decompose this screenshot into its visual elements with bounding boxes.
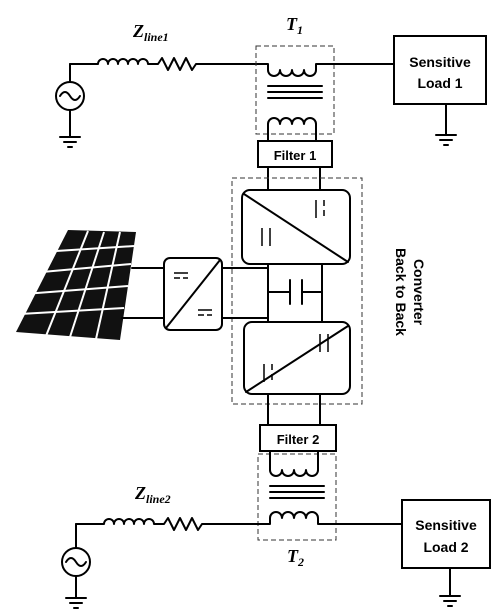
converter-lower bbox=[243, 321, 351, 395]
line-impedance-2 bbox=[75, 517, 211, 531]
dc-dc-converter bbox=[163, 257, 223, 331]
zline2-label: Zline2 bbox=[134, 483, 171, 506]
transformer-t2 bbox=[209, 450, 339, 525]
load2-label-line2: Load 2 bbox=[423, 539, 468, 555]
transformer-t1-boundary bbox=[255, 45, 335, 135]
grid-source-1 bbox=[55, 63, 85, 148]
transformer-t1 bbox=[257, 63, 337, 142]
filter-2: Filter 2 bbox=[259, 424, 337, 452]
load1-label-line2: Load 1 bbox=[417, 75, 462, 91]
t2-label: T2 bbox=[287, 546, 304, 569]
converter-upper bbox=[241, 189, 351, 265]
transformer-t2-boundary bbox=[257, 453, 337, 541]
filter1-label: Filter 1 bbox=[274, 148, 317, 163]
load2-label-line1: Sensitive bbox=[415, 517, 477, 533]
pv-panel bbox=[16, 230, 136, 340]
grid-source-2 bbox=[61, 523, 91, 609]
ground-load-1 bbox=[435, 103, 457, 146]
filter-1: Filter 1 bbox=[257, 140, 333, 168]
ground-load-2 bbox=[439, 567, 461, 607]
filter2-label: Filter 2 bbox=[277, 432, 320, 447]
load1-label-line1: Sensitive bbox=[409, 54, 471, 70]
sensitive-load-2: Sensitive Load 2 bbox=[401, 499, 491, 569]
line-impedance-1 bbox=[69, 57, 259, 71]
t1-label: T1 bbox=[286, 14, 303, 37]
sensitive-load-1: Sensitive Load 1 bbox=[393, 35, 487, 105]
converter-boundary bbox=[231, 177, 363, 405]
dc-link-capacitor bbox=[267, 263, 323, 323]
zline1-label: Zline1 bbox=[132, 21, 169, 44]
